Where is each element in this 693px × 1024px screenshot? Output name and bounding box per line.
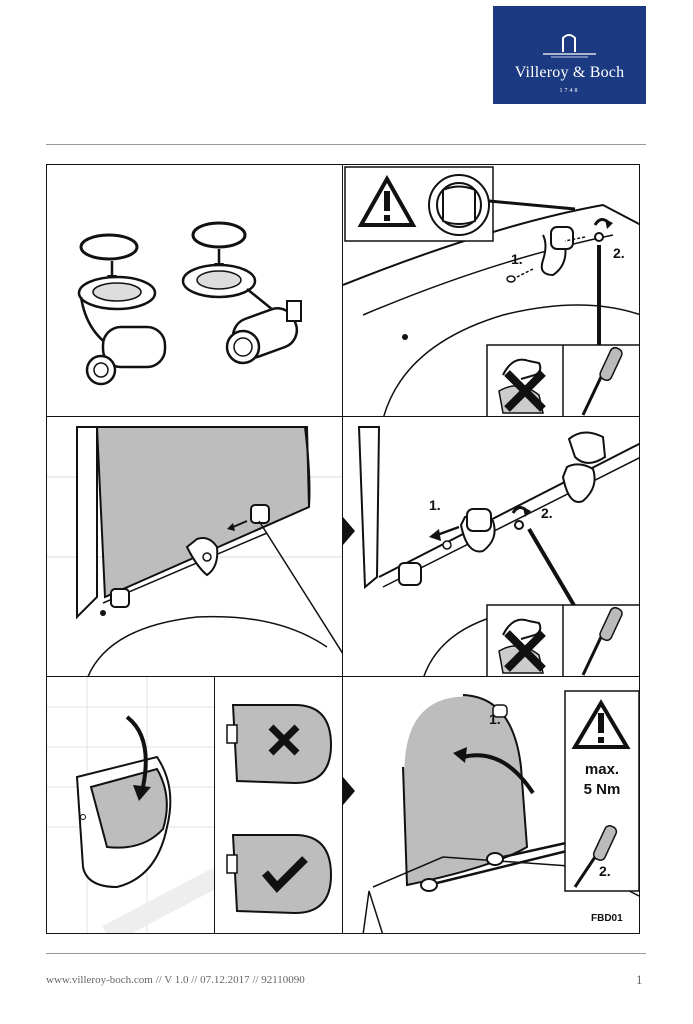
torque-max-label: max. [584,761,620,778]
urinal-close-illustration [47,677,215,933]
brand-logo: Villeroy & Boch 1748 [493,6,646,104]
step-label-1: 1. [429,497,441,513]
step-label-2: 2. [541,505,553,521]
cross-icon [504,370,546,412]
check-icon [261,856,308,893]
panel-seat-hinge: 1. 2. [342,416,640,678]
torque-value: 5 Nm [583,781,621,798]
screwdriver-icon [581,346,623,416]
header-rule [46,144,646,145]
seat-position-illustration [226,704,333,915]
step-label-1: 1. [511,251,523,267]
footer-text: www.villeroy-boch.com // V 1.0 // 07.12.… [46,974,305,986]
logo-mark-icon [543,34,596,58]
page-number: 1 [636,972,643,987]
cross-icon [504,630,546,672]
instruction-grid: 1. 2. [46,164,640,934]
seat-hinge-illustration [343,426,639,677]
panel-urinal-close [46,676,216,934]
no-hand-tighten-icon [498,618,546,674]
step-label-2: 2. [613,245,625,261]
step-label-2: 2. [599,863,611,879]
brand-name: Villeroy & Boch [514,64,625,81]
panel-seat-position [214,676,344,934]
torque-tighten-illustration [343,690,639,933]
seat-attach-illustration [47,426,343,677]
step-label-1: 1. [489,711,501,727]
brand-year: 1748 [559,88,580,94]
cross-icon [268,724,300,756]
screwdriver-icon [573,825,618,888]
figure-code: FBD01 [591,913,623,924]
panel-drain-seal [46,164,344,418]
footer-rule [46,953,646,954]
screwdriver-icon [581,606,623,676]
no-hand-tighten-icon [498,358,546,414]
panel-seat-attach [46,416,344,678]
hinge-mount-illustration [343,166,639,417]
drain-seal-illustration [77,221,302,386]
panel-hinge-mount: 1. 2. [342,164,640,418]
panel-torque-tighten: max. 5 Nm 1. 2. [342,676,640,934]
